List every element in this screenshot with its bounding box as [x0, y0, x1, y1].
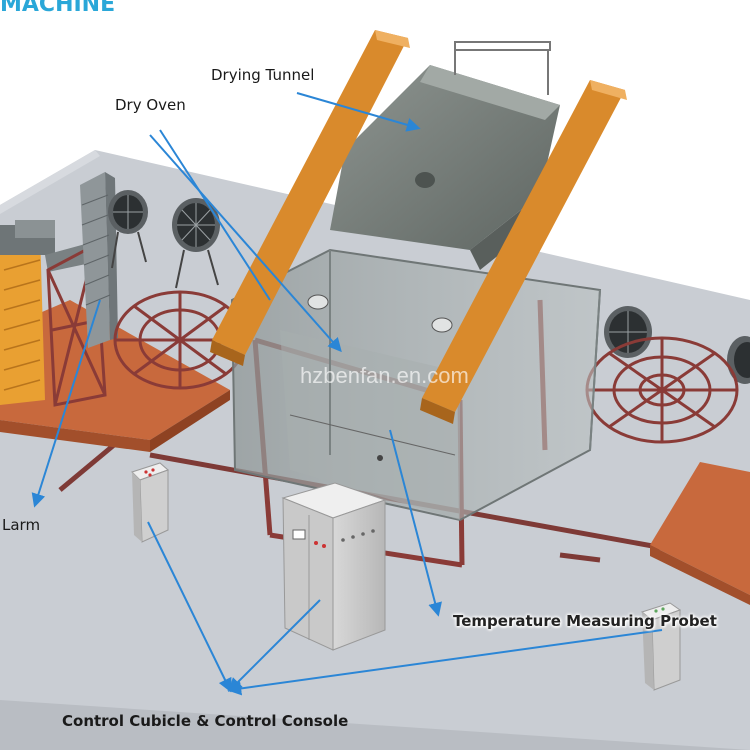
oven-chamber — [230, 248, 602, 522]
fan-left-1 — [108, 190, 148, 269]
label-temperature-probe: Temperature Measuring Probet — [453, 612, 717, 630]
right-platform — [650, 462, 750, 605]
leader-lines — [31, 92, 663, 696]
fan-left-2 — [172, 198, 220, 289]
label-dry-oven: Dry Oven — [115, 96, 186, 114]
right-beam — [420, 80, 627, 424]
header-title: MACHINE — [0, 0, 116, 17]
alarm-post — [131, 462, 169, 543]
control-cabinet — [281, 482, 387, 651]
label-drying-tunnel: Drying Tunnel — [211, 66, 315, 84]
label-control: Control Cubicle & Control Console — [62, 712, 349, 730]
fan-right-1 — [604, 306, 652, 358]
oven-hubs — [307, 294, 453, 333]
turntable-right — [585, 336, 739, 444]
watermark: hzbenfan.en.com — [300, 363, 469, 388]
label-alarm: Larm — [2, 516, 41, 534]
